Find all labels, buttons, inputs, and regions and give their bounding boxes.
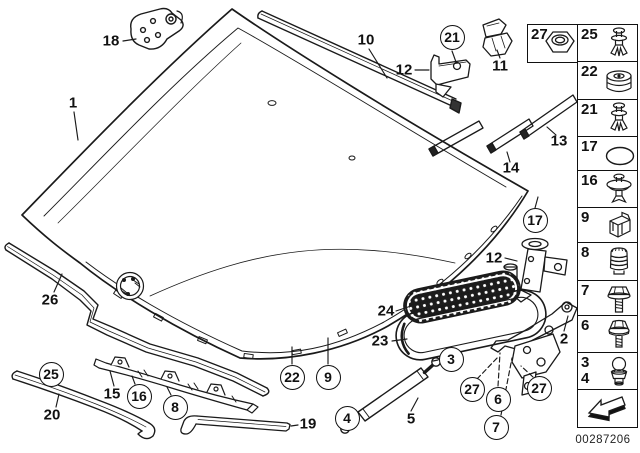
callout-24[interactable]: 24 <box>377 302 395 320</box>
clamp-icon <box>609 211 631 238</box>
callout-circled-16[interactable]: 16 <box>126 383 152 409</box>
callout-circled-27[interactable]: 27 <box>526 375 552 401</box>
flange-bolt-washer-icon <box>608 320 630 348</box>
bracket-12-top <box>430 54 471 98</box>
callout-circled-17[interactable]: 17 <box>522 207 548 233</box>
legend-box-16[interactable]: 16 <box>577 169 638 209</box>
callout-15[interactable]: 15 <box>103 385 121 403</box>
legend-box-3-4[interactable]: 3 4 <box>577 351 638 391</box>
grille-24 <box>403 270 521 324</box>
hex-nut-icon <box>545 31 575 53</box>
callout-20[interactable]: 20 <box>43 406 61 424</box>
strip-20 <box>11 370 156 440</box>
flange-bolt-icon <box>607 286 631 313</box>
legend-num: 27 <box>531 26 548 43</box>
legend-num: 17 <box>581 138 598 156</box>
legend-num: 22 <box>581 63 598 81</box>
callout-circled-3[interactable]: 3 <box>438 346 464 372</box>
legend-box-7[interactable]: 7 <box>577 279 638 317</box>
callout-circled-21[interactable]: 21 <box>439 24 465 50</box>
callout-circled-4[interactable]: 4 <box>334 405 360 431</box>
expanding-rivet-icon <box>610 102 628 131</box>
rod-19 <box>180 415 291 435</box>
hinge-18 <box>130 7 184 50</box>
emblem-roundel <box>115 271 145 301</box>
legend-num: 6 <box>581 317 590 335</box>
callout-12[interactable]: 12 <box>485 249 503 267</box>
legend-box-22[interactable]: 22 <box>577 61 638 101</box>
legend-box-21[interactable]: 21 <box>577 98 638 138</box>
callout-12[interactable]: 12 <box>395 61 413 79</box>
legend-num: 8 <box>581 244 590 262</box>
leader-lines <box>53 38 569 427</box>
legend-num: 3 <box>581 353 590 371</box>
legend-num: 21 <box>581 100 598 118</box>
clip-11 <box>482 18 513 57</box>
seal-strip-26 <box>4 242 270 397</box>
callout-14[interactable]: 14 <box>502 159 520 177</box>
callout-11[interactable]: 11 <box>492 57 508 75</box>
legend-box-arrow[interactable] <box>577 389 638 429</box>
legend-box-9[interactable]: 9 <box>577 207 638 245</box>
callout-26[interactable]: 26 <box>41 291 59 309</box>
bracket-15 <box>93 356 259 414</box>
legend-box-25[interactable]: 25 <box>577 24 638 63</box>
washer-rivet-icon <box>606 173 632 203</box>
direction-arrow-icon <box>587 396 626 422</box>
legend-num: 4 <box>581 369 590 387</box>
hood-panel <box>21 8 529 360</box>
callout-18[interactable]: 18 <box>102 32 120 50</box>
callout-19[interactable]: 19 <box>299 415 317 433</box>
legend-box-27[interactable]: 27 <box>527 24 579 63</box>
legend-num: 16 <box>581 171 598 189</box>
expanding-rivet-icon <box>610 27 628 57</box>
callout-circled-6[interactable]: 6 <box>485 386 511 412</box>
legend-num: 7 <box>581 281 590 299</box>
callout-circled-8[interactable]: 8 <box>162 394 188 420</box>
trim-strip-10 <box>257 10 462 114</box>
rods-13-14 <box>428 94 578 157</box>
legend-box-8[interactable]: 8 <box>577 242 638 282</box>
ribbed-buffer-icon <box>609 247 629 276</box>
callout-5[interactable]: 5 <box>406 410 416 428</box>
callout-circled-9[interactable]: 9 <box>315 364 341 390</box>
ball-pin-icon <box>610 356 628 386</box>
callout-1[interactable]: 1 <box>68 94 78 112</box>
callout-2[interactable]: 2 <box>559 330 569 348</box>
callout-10[interactable]: 10 <box>357 31 375 49</box>
legend-box-17[interactable]: 17 <box>577 136 638 172</box>
rubber-buffer-icon <box>606 70 632 93</box>
legend-num: 25 <box>581 26 598 43</box>
blind-plug-icon <box>605 147 635 166</box>
callout-circled-27[interactable]: 27 <box>459 376 485 402</box>
legend-box-6[interactable]: 6 <box>577 315 638 354</box>
callout-circled-25[interactable]: 25 <box>38 361 64 387</box>
callout-circled-22[interactable]: 22 <box>279 364 305 390</box>
legend-panel: 25 22 21 17 <box>577 24 638 429</box>
legend-num: 9 <box>581 209 590 227</box>
callout-circled-7[interactable]: 7 <box>483 414 509 440</box>
image-code: 00287206 <box>575 434 631 446</box>
callout-23[interactable]: 23 <box>371 332 389 350</box>
callout-13[interactable]: 13 <box>550 132 568 150</box>
